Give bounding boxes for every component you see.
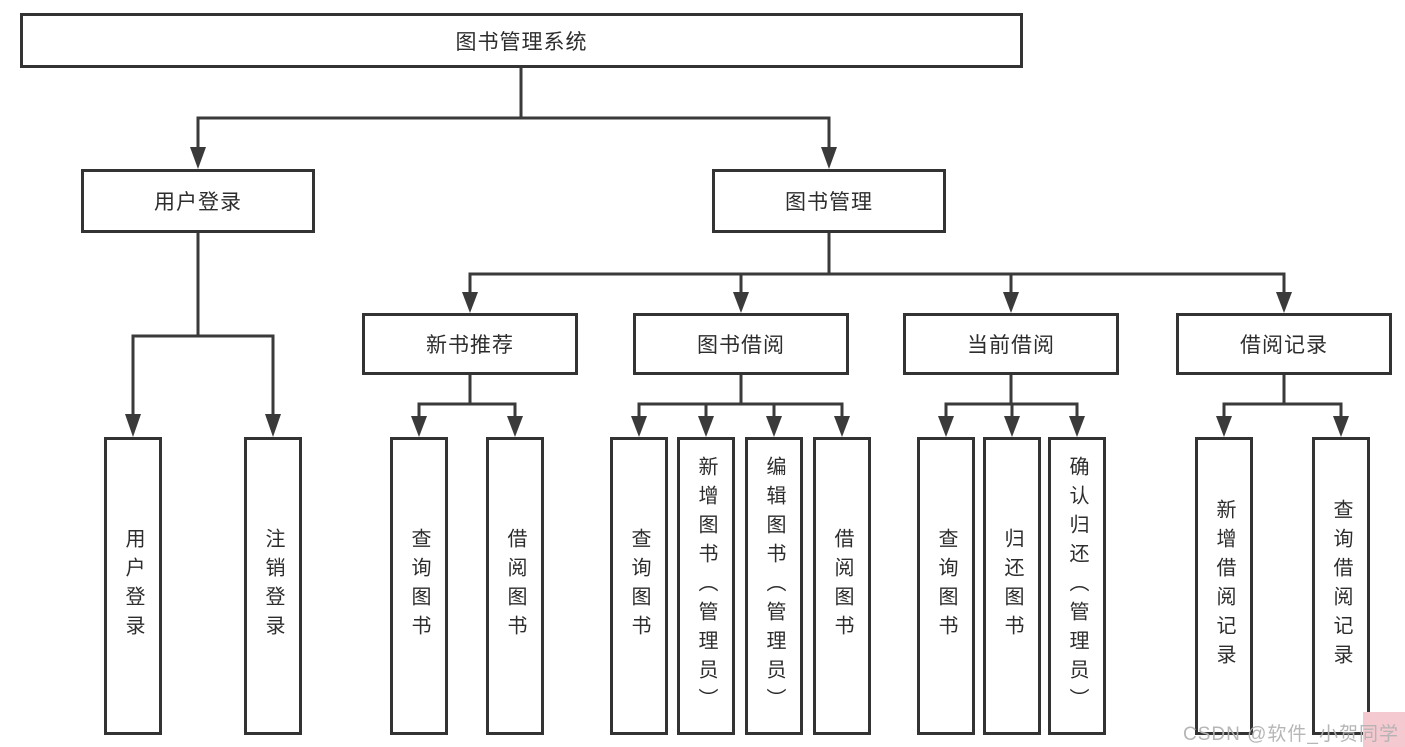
leaf-logout-label: 注销登录 — [262, 528, 284, 644]
leaf-recommend-query-books-label: 查询图书 — [408, 528, 430, 644]
leaf-records-query-record: 查询借阅记录 — [1312, 437, 1370, 735]
leaf-borrow-edit-books-admin: 编辑图书（管理员） — [745, 437, 803, 735]
node-book-management: 图书管理 — [712, 169, 946, 233]
leaf-records-add-record-label: 新增借阅记录 — [1213, 499, 1235, 673]
node-borrow-records: 借阅记录 — [1176, 313, 1392, 375]
leaf-borrow-query-books: 查询图书 — [610, 437, 668, 735]
node-book-management-label: 图书管理 — [785, 191, 873, 214]
leaf-logout: 注销登录 — [244, 437, 302, 735]
leaf-user-login: 用户登录 — [104, 437, 162, 735]
leaf-current-return-books: 归还图书 — [983, 437, 1041, 735]
leaf-borrow-borrow-books: 借阅图书 — [813, 437, 871, 735]
leaf-borrow-edit-books-admin-label: 编辑图书（管理员） — [763, 455, 785, 717]
node-root-system: 图书管理系统 — [20, 13, 1023, 68]
node-book-borrow-label: 图书借阅 — [697, 334, 785, 357]
leaf-borrow-borrow-books-label: 借阅图书 — [831, 528, 853, 644]
leaf-current-confirm-return-admin-label: 确认归还（管理员） — [1066, 455, 1088, 717]
leaf-borrow-query-books-label: 查询图书 — [628, 528, 650, 644]
node-current-borrow-label: 当前借阅 — [967, 334, 1055, 357]
node-root-label: 图书管理系统 — [455, 30, 588, 54]
leaf-records-add-record: 新增借阅记录 — [1195, 437, 1253, 735]
leaf-borrow-add-books-admin: 新增图书（管理员） — [677, 437, 735, 735]
leaf-recommend-query-books: 查询图书 — [390, 437, 448, 735]
leaf-user-login-label: 用户登录 — [122, 528, 144, 644]
csdn-watermark: CSDN @软件_小贺同学 — [1183, 724, 1399, 745]
corner-pink-patch — [1363, 712, 1405, 747]
node-user-login: 用户登录 — [81, 169, 315, 233]
node-book-borrow: 图书借阅 — [633, 313, 849, 375]
node-current-borrow: 当前借阅 — [903, 313, 1119, 375]
leaf-recommend-borrow-books-label: 借阅图书 — [504, 528, 526, 644]
leaf-current-return-books-label: 归还图书 — [1001, 528, 1023, 644]
node-new-book-recommend-label: 新书推荐 — [426, 334, 514, 357]
node-borrow-records-label: 借阅记录 — [1240, 334, 1328, 357]
leaf-records-query-record-label: 查询借阅记录 — [1330, 499, 1352, 673]
leaf-current-query-books: 查询图书 — [917, 437, 975, 735]
node-new-book-recommend: 新书推荐 — [362, 313, 578, 375]
node-user-login-label: 用户登录 — [154, 191, 242, 214]
leaf-recommend-borrow-books: 借阅图书 — [486, 437, 544, 735]
leaf-current-confirm-return-admin: 确认归还（管理员） — [1048, 437, 1106, 735]
leaf-borrow-add-books-admin-label: 新增图书（管理员） — [695, 455, 717, 717]
leaf-current-query-books-label: 查询图书 — [935, 528, 957, 644]
